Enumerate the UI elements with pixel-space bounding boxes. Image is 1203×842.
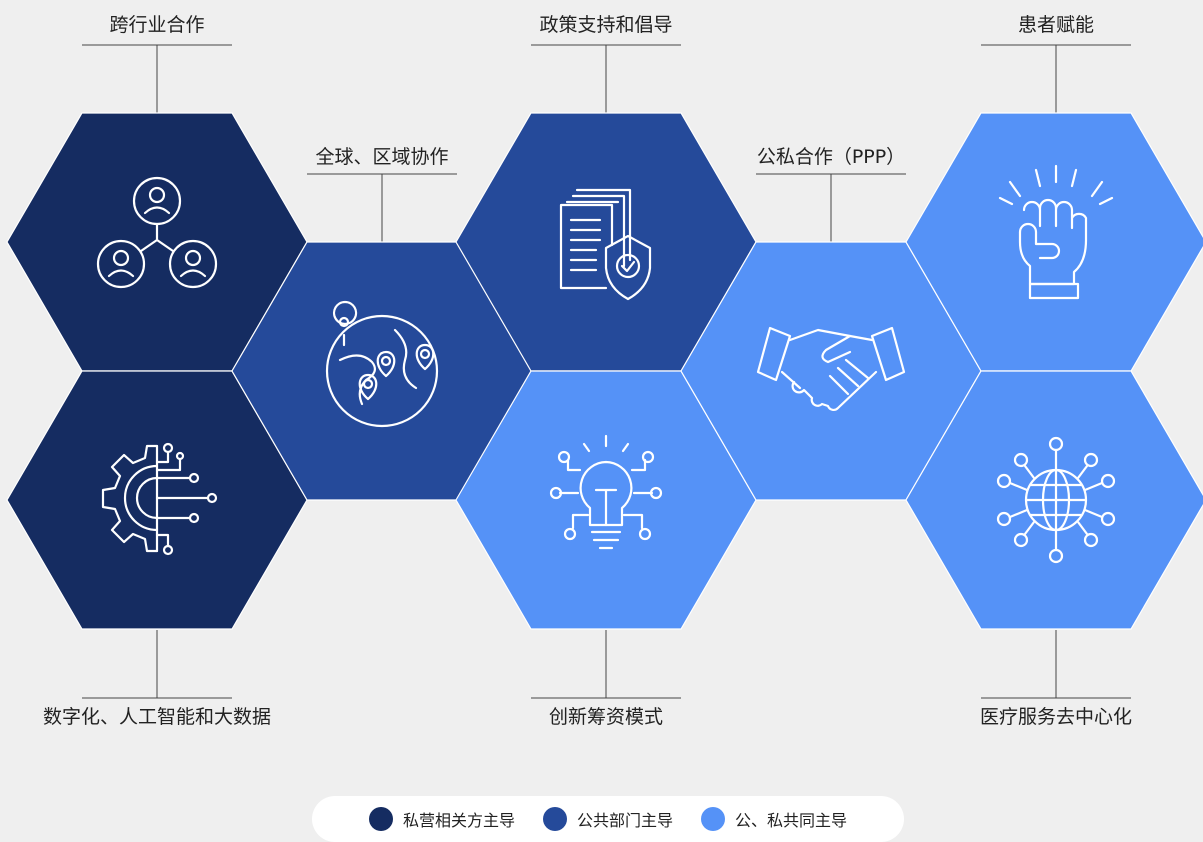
- label-patient: 患者赋能: [1017, 14, 1095, 36]
- raised-fist-icon: [998, 164, 1114, 300]
- legend-item-joint: 公、私共同主导: [701, 807, 847, 831]
- lightbulb-network-icon: [549, 434, 663, 550]
- gear-circuit-icon: [101, 442, 218, 556]
- legend-label-public: 公共部门主导: [576, 811, 673, 830]
- legend-item-public: 公共部门主导: [542, 807, 673, 831]
- legend-dot-public: [542, 807, 567, 831]
- legend-label-joint: 公、私共同主导: [735, 811, 848, 830]
- legend-label-private: 私营相关方主导: [402, 811, 515, 830]
- document-shield-icon: [559, 188, 652, 301]
- label-policy: 政策支持和倡导: [539, 14, 673, 36]
- people-network-icon: [96, 176, 218, 289]
- label-digital-ai: 数字化、人工智能和大数据: [42, 706, 272, 728]
- label-ppp: 公私合作（PPP）: [756, 146, 906, 168]
- label-decentralize: 医疗服务去中心化: [979, 706, 1133, 728]
- globe-pins-icon: [325, 300, 439, 428]
- globe-network-icon: [996, 436, 1116, 564]
- handshake-icon: [756, 326, 906, 411]
- legend: 私营相关方主导 公共部门主导 公、私共同主导: [312, 796, 904, 842]
- label-global-regional: 全球、区域协作: [315, 146, 449, 168]
- legend-item-private: 私营相关方主导: [368, 807, 515, 831]
- legend-dot-private: [368, 807, 393, 831]
- legend-dot-joint: [701, 807, 725, 831]
- label-financing: 创新筹资模式: [548, 706, 664, 728]
- label-cross-industry: 跨行业合作: [109, 14, 205, 36]
